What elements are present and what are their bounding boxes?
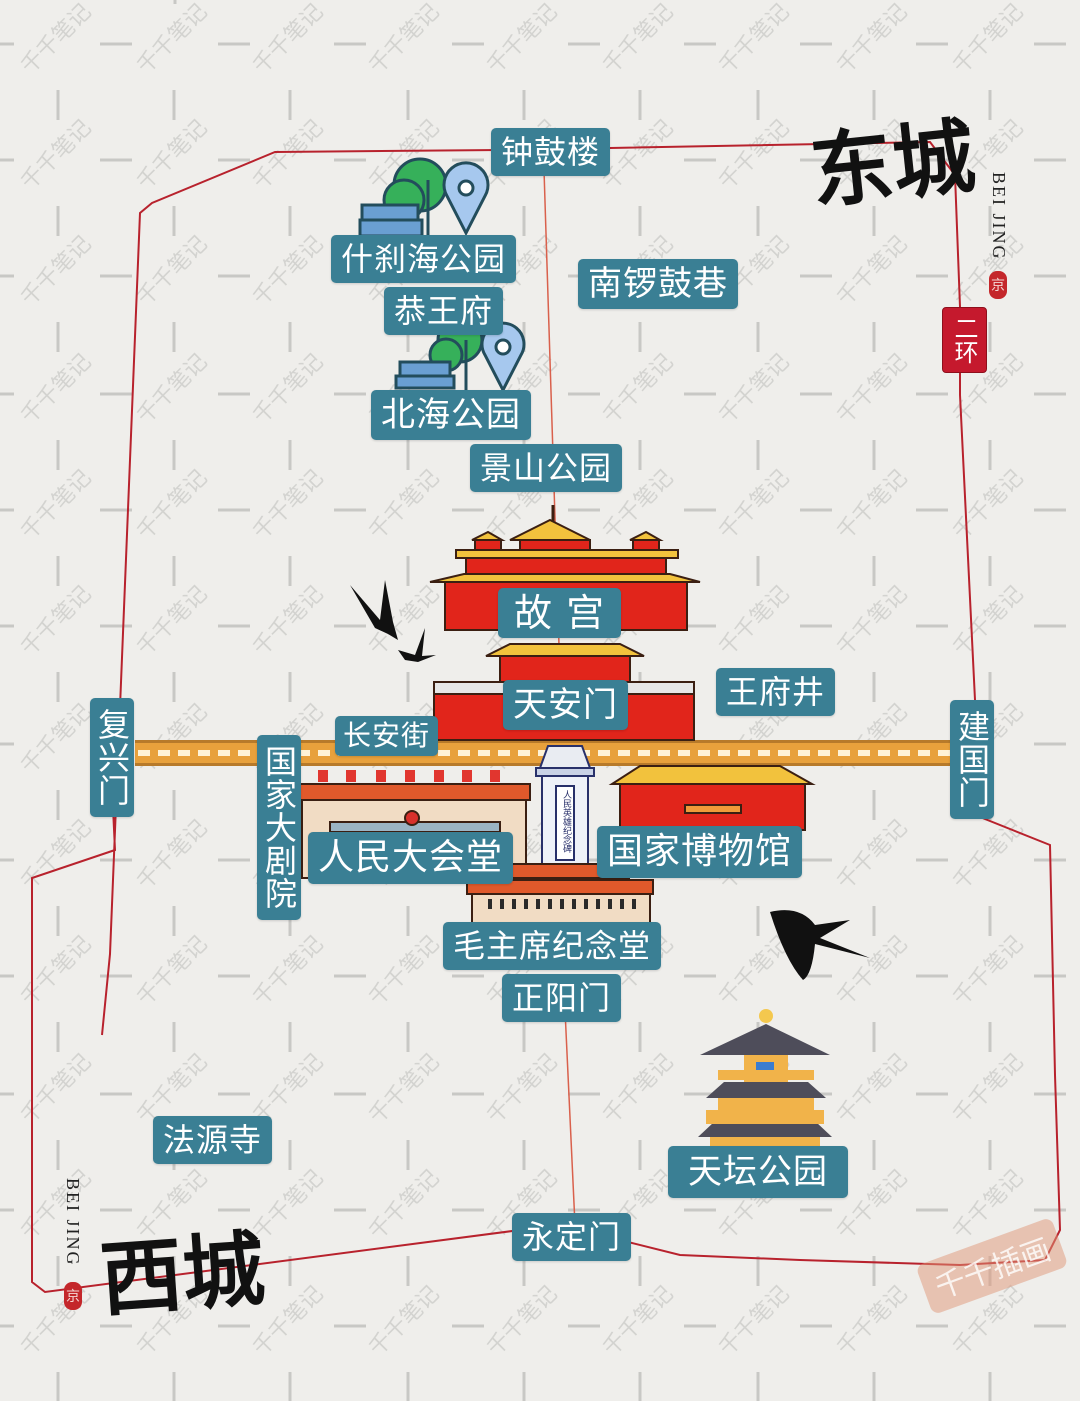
- svg-text:千千笔记: 千千笔记: [365, 0, 445, 79]
- label-nanluoguxiang[interactable]: 南锣鼓巷: [578, 259, 738, 309]
- mausoleum-illustration: [466, 863, 654, 927]
- svg-text:千千笔记: 千千笔记: [949, 0, 1029, 79]
- label-guojiabowuguan[interactable]: 国家博物馆: [597, 826, 803, 878]
- label-gongwangfu[interactable]: 恭王府: [384, 287, 504, 335]
- svg-text:千千笔记: 千千笔记: [133, 0, 213, 79]
- label-maozhuxijinian[interactable]: 毛主席纪念堂: [443, 922, 662, 970]
- ring-road-tag: 二环: [942, 307, 987, 373]
- label-guojiadajuyuan[interactable]: 国家大剧院: [257, 735, 301, 920]
- park-icon-shichahai: [358, 157, 490, 238]
- label-tiananmen[interactable]: 天安门: [503, 680, 628, 730]
- label-fayuansi[interactable]: 法源寺: [153, 1116, 273, 1164]
- monument-inscription: 人民英雄纪念碑: [561, 790, 571, 853]
- temple-of-heaven-illustration: [698, 1009, 832, 1147]
- second-ring-road: [31, 140, 1062, 1294]
- label-changan-street[interactable]: 长安街: [335, 716, 439, 756]
- label-zhengyangmen[interactable]: 正阳门: [502, 974, 622, 1022]
- label-beihai[interactable]: 北海公园: [371, 390, 531, 440]
- label-tiantan[interactable]: 天坛公园: [668, 1146, 848, 1198]
- seal-west: 京: [64, 1282, 82, 1310]
- svg-text:千千笔记: 千千笔记: [599, 0, 679, 79]
- label-wangfujing[interactable]: 王府井: [716, 668, 836, 716]
- label-jingshan[interactable]: 景山公园: [470, 444, 623, 492]
- svg-text:千千笔记: 千千笔记: [833, 0, 913, 79]
- label-fuxingmen[interactable]: 复兴门: [90, 698, 134, 817]
- label-zhonggulou[interactable]: 钟鼓楼: [491, 128, 611, 176]
- national-museum-illustration: [608, 765, 816, 831]
- romanized-label-west: BEI JING: [63, 1178, 83, 1267]
- svg-text:千千笔记: 千千笔记: [249, 0, 329, 79]
- seal-east: 京: [989, 271, 1007, 299]
- district-title-west: 西城: [97, 1221, 268, 1329]
- label-gugong[interactable]: 故 宫: [498, 588, 622, 638]
- swallow-icons: [350, 580, 870, 980]
- monument-illustration: [535, 745, 595, 867]
- label-renmindahuitang[interactable]: 人民大会堂: [308, 832, 514, 884]
- district-title-east: 东城: [806, 108, 980, 222]
- label-shichahai[interactable]: 什刹海公园: [331, 235, 517, 283]
- svg-text:千千笔记: 千千笔记: [715, 0, 795, 79]
- label-jianguomen[interactable]: 建国门: [950, 700, 994, 819]
- svg-text:千千笔记: 千千笔记: [483, 0, 563, 79]
- svg-text:千千笔记: 千千笔记: [17, 0, 97, 79]
- label-yongdingmen[interactable]: 永定门: [512, 1213, 632, 1261]
- romanized-label-east: BEI JING: [989, 172, 1009, 261]
